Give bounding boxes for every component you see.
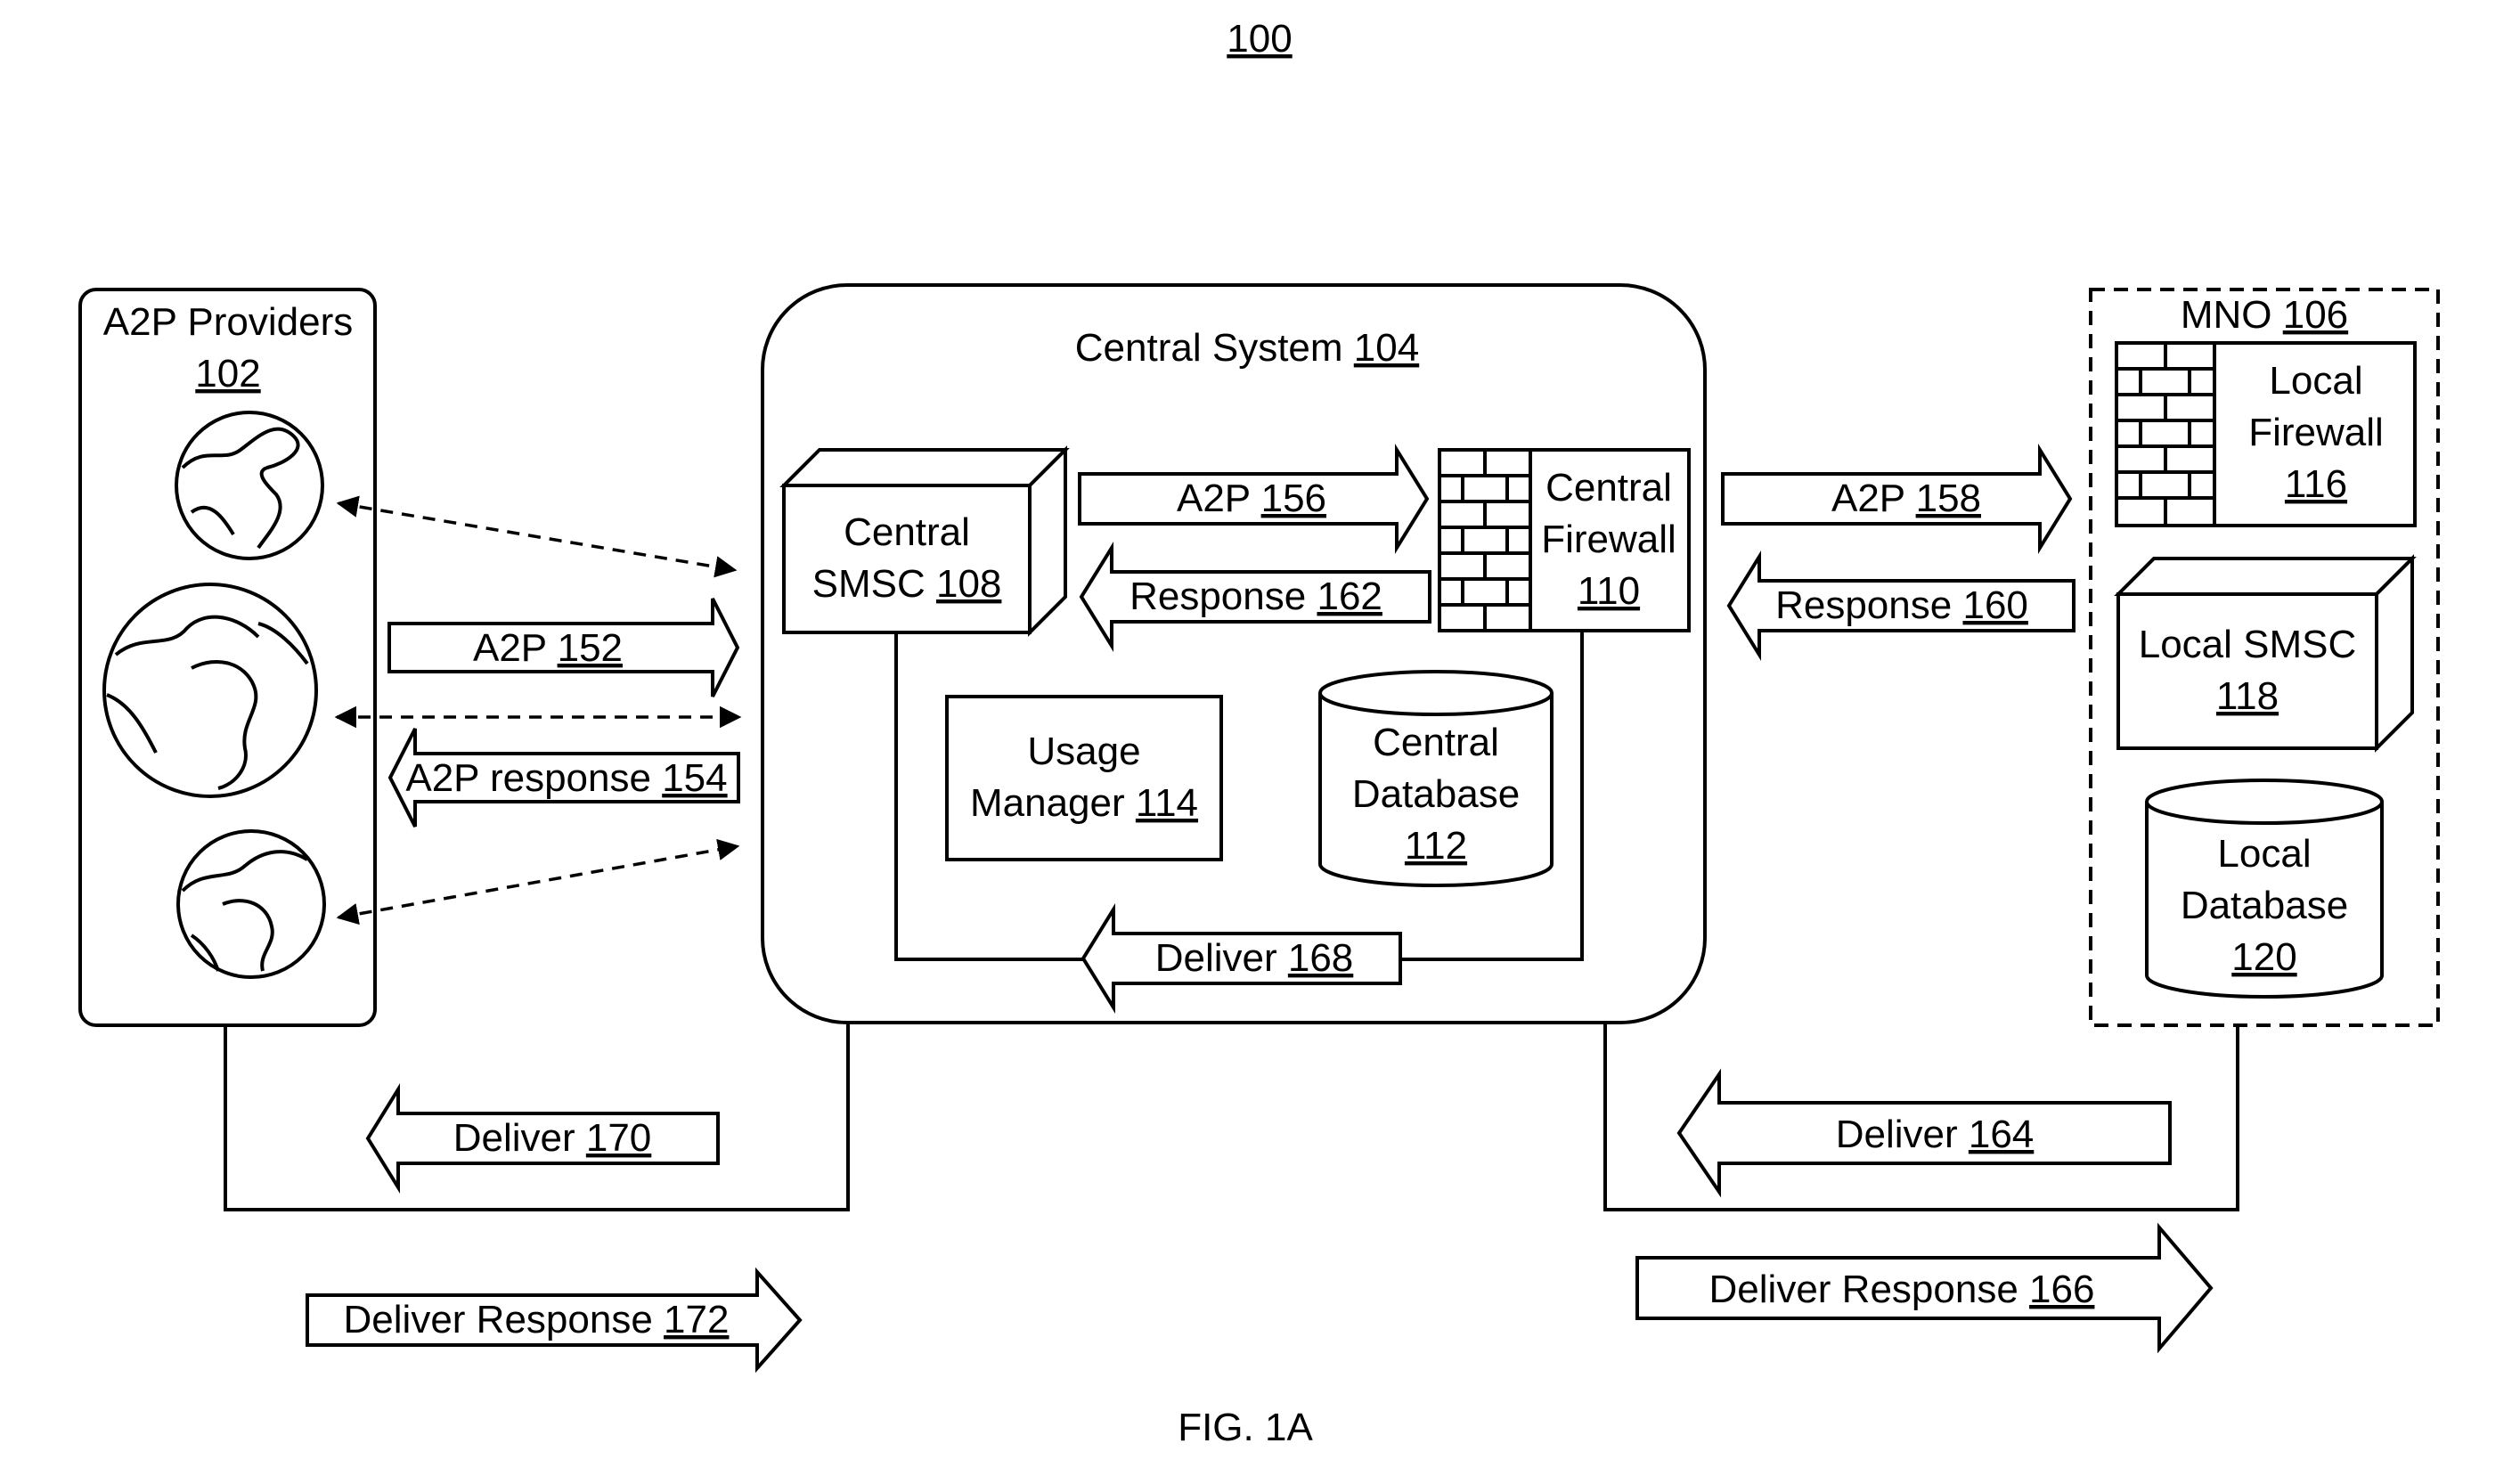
arrow-deliver-164: Deliver 164 <box>1676 1068 2172 1198</box>
arrow-a2p-156: A2P 156 <box>1078 443 1430 555</box>
svg-text:Deliver 170: Deliver 170 <box>453 1116 652 1160</box>
globe-icon <box>176 829 326 979</box>
figure-caption: FIG. 1A <box>1178 1406 1313 1449</box>
svg-text:A2P 152: A2P 152 <box>473 626 623 670</box>
arrow-deliver-response-172: Deliver Response 172 <box>306 1267 803 1374</box>
mno-title: MNO 106 <box>2181 293 2348 337</box>
local-firewall-box: Local Firewall 116 <box>2115 341 2417 527</box>
figure-number: 100 <box>1227 17 1292 61</box>
a2p-providers-panel: A2P Providers 102 <box>78 288 377 1027</box>
svg-text:Central: Central <box>844 510 970 554</box>
arrow-a2p-response-154: A2P response 154 <box>387 728 740 828</box>
svg-text:Deliver 164: Deliver 164 <box>1836 1113 2035 1156</box>
local-database-cylinder: Local Database 120 <box>2145 779 2384 999</box>
brick-wall-icon <box>2115 341 2216 527</box>
svg-text:Database: Database <box>1352 772 1520 816</box>
svg-text:Central: Central <box>1373 721 1499 764</box>
arrow-deliver-168: Deliver 168 <box>1081 902 1402 1015</box>
dashed-link <box>336 838 740 925</box>
svg-text:Local SMSC: Local SMSC <box>2139 623 2357 666</box>
arrow-a2p-152: A2P 152 <box>387 598 740 697</box>
dashed-link <box>336 495 738 578</box>
local-smsc-box: Local SMSC 118 <box>2114 554 2417 753</box>
svg-text:112: 112 <box>1405 824 1467 868</box>
svg-text:Firewall: Firewall <box>2248 411 2384 454</box>
svg-text:Local: Local <box>2269 359 2362 403</box>
arrow-deliver-170: Deliver 170 <box>365 1082 720 1195</box>
central-smsc-box: Central SMSC 108 <box>779 445 1070 637</box>
svg-text:Deliver Response 166: Deliver Response 166 <box>1709 1268 2095 1311</box>
central-system-title: Central System 104 <box>1075 326 1419 370</box>
usage-manager-box: Usage Manager 114 <box>945 695 1223 861</box>
svg-text:110: 110 <box>1578 569 1640 613</box>
svg-text:Database: Database <box>2181 884 2348 927</box>
svg-text:Response 162: Response 162 <box>1130 575 1382 618</box>
central-system-panel: Central System 104 <box>761 283 1707 1024</box>
svg-text:A2P 158: A2P 158 <box>1831 477 1981 520</box>
svg-text:120: 120 <box>2231 935 2296 979</box>
deliver-right-line <box>1603 1023 2239 1211</box>
svg-text:116: 116 <box>2285 462 2347 506</box>
a2p-providers-title: A2P Providers <box>103 300 353 344</box>
svg-text:118: 118 <box>2216 674 2279 718</box>
central-database-cylinder: Central Database 112 <box>1318 670 1554 887</box>
svg-text:Usage: Usage <box>1027 730 1140 773</box>
svg-text:SMSC 108: SMSC 108 <box>812 562 1002 606</box>
a2p-providers-ref: 102 <box>195 352 260 395</box>
arrow-deliver-response-166: Deliver Response 166 <box>1635 1222 2214 1354</box>
svg-text:Local: Local <box>2217 832 2311 876</box>
svg-text:Firewall: Firewall <box>1541 518 1676 561</box>
central-firewall-box: Central Firewall 110 <box>1438 448 1691 632</box>
svg-text:A2P response 154: A2P response 154 <box>405 756 727 800</box>
arrow-response-160: Response 160 <box>1726 550 2076 662</box>
svg-text:Manager 114: Manager 114 <box>970 781 1198 825</box>
globe-icon <box>102 583 318 798</box>
deliver-left-line <box>224 1023 850 1211</box>
svg-text:Response 160: Response 160 <box>1775 583 2028 627</box>
arrow-response-162: Response 162 <box>1079 541 1431 653</box>
arrow-a2p-158: A2P 158 <box>1721 443 2073 555</box>
brick-wall-icon <box>1438 448 1532 632</box>
svg-text:Central: Central <box>1545 466 1672 510</box>
svg-text:A2P 156: A2P 156 <box>1177 477 1326 520</box>
svg-text:Deliver Response 172: Deliver Response 172 <box>344 1298 730 1341</box>
svg-text:Deliver 168: Deliver 168 <box>1155 936 1354 980</box>
globe-icon <box>175 411 324 560</box>
